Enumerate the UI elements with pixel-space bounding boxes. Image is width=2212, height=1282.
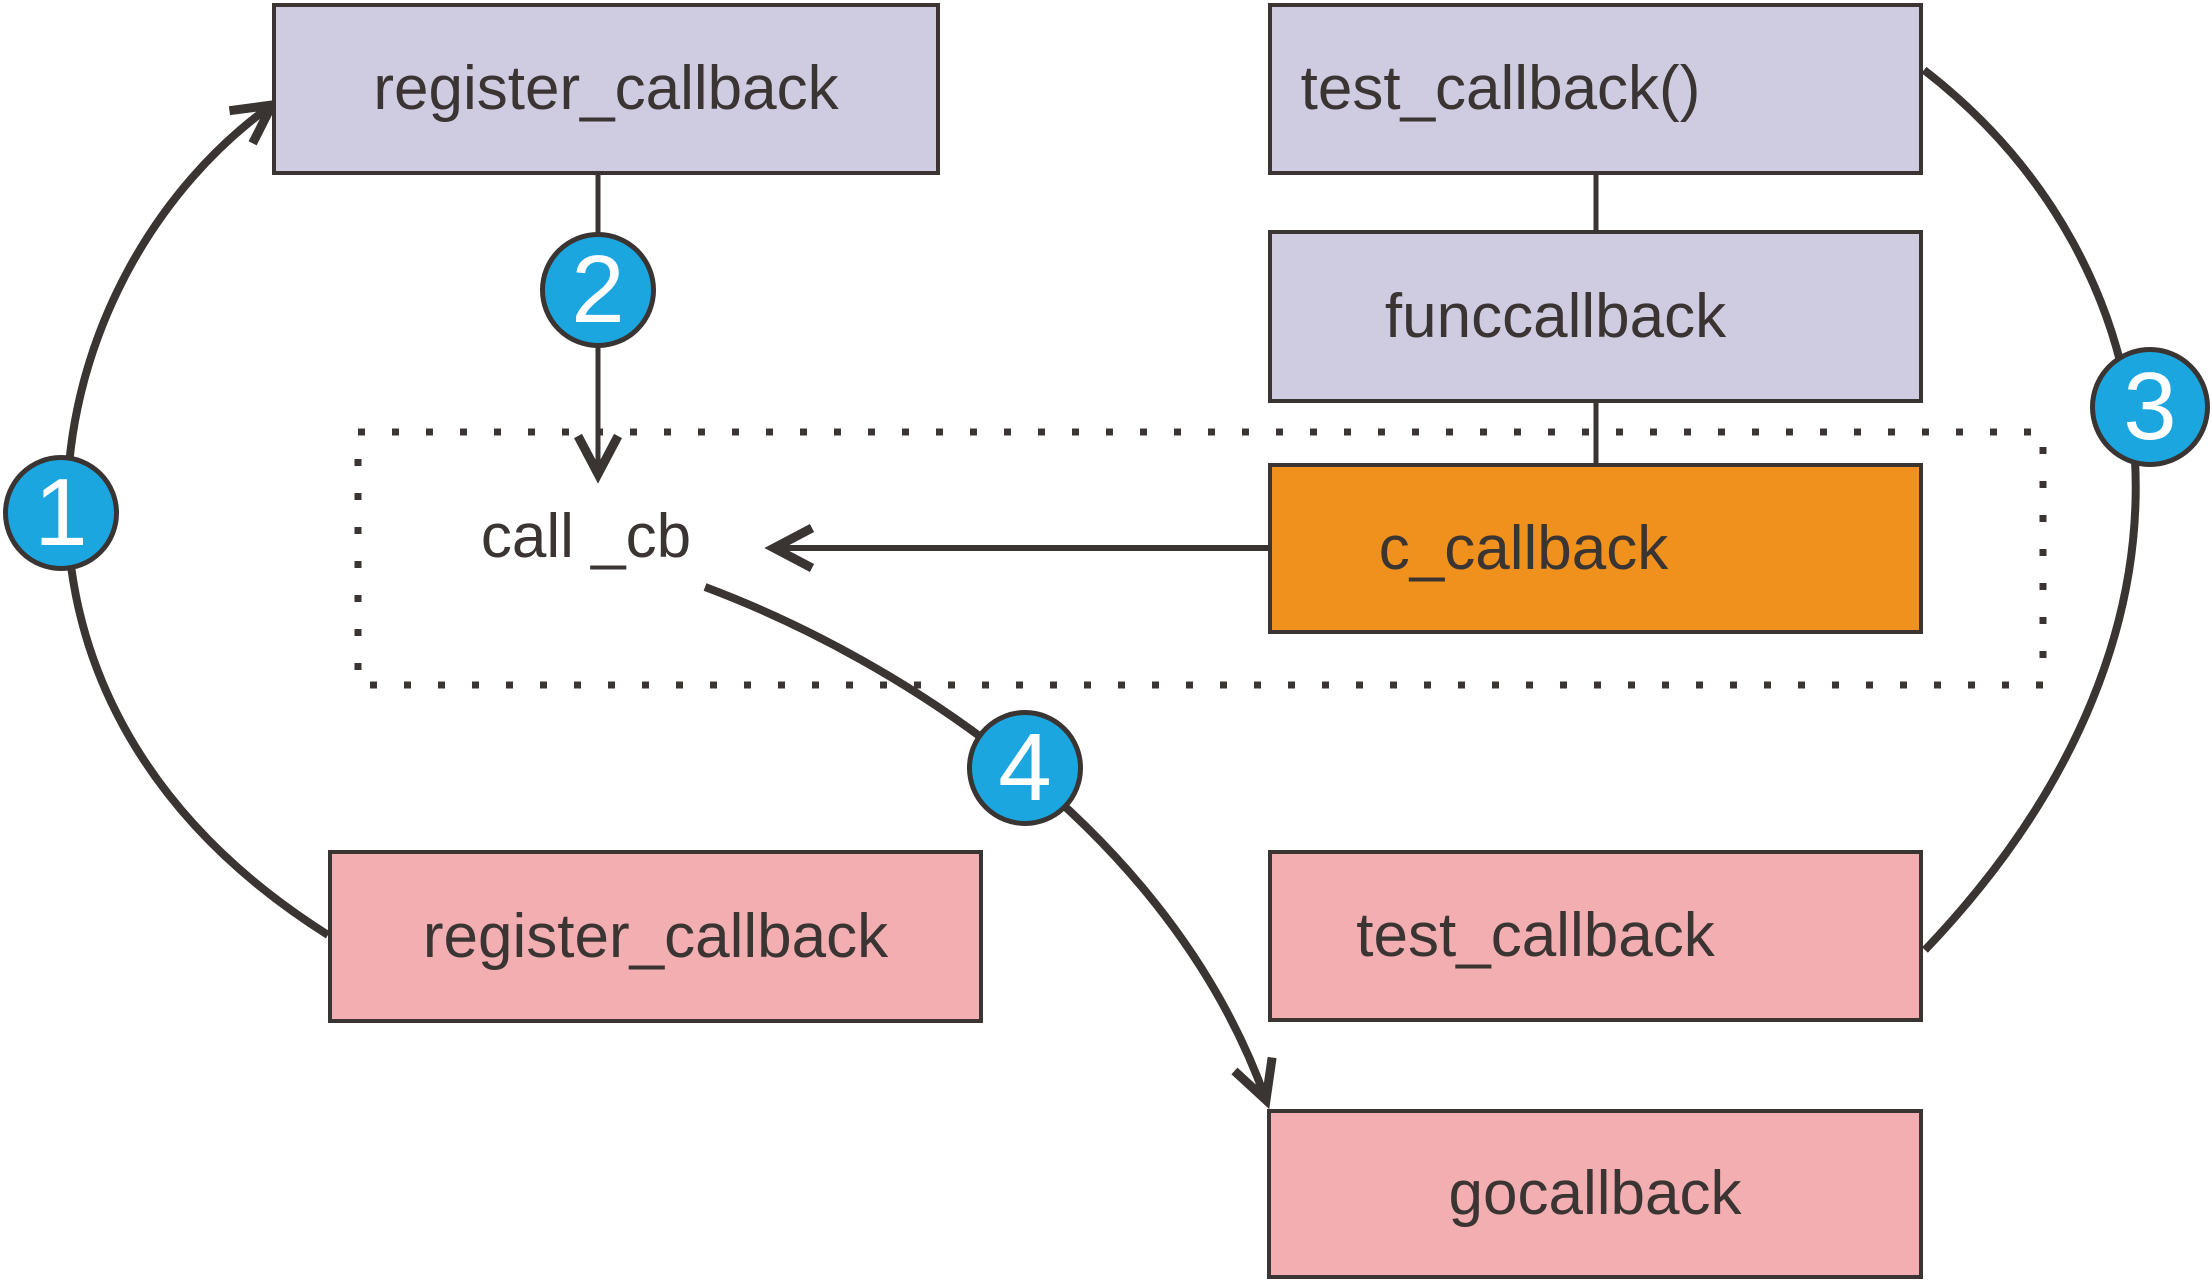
step-badge-4: 4 bbox=[967, 710, 1083, 826]
step-number: 2 bbox=[571, 236, 625, 343]
box-c-callback: c_callback bbox=[1268, 463, 1923, 634]
box-label: test_callback() bbox=[1300, 54, 1701, 123]
flow-curve-4 bbox=[703, 583, 1277, 1110]
step-number: 4 bbox=[998, 714, 1052, 821]
step-badge-3: 3 bbox=[2090, 347, 2210, 467]
step-number: 1 bbox=[34, 459, 88, 566]
box-label: c_callback bbox=[1378, 513, 1669, 583]
box-register-callback-bottom: register_callback bbox=[328, 850, 983, 1023]
box-label: funccallback bbox=[1384, 281, 1727, 351]
box-test-callback-bottom: test_callback bbox=[1268, 850, 1923, 1022]
box-label: register_callback bbox=[373, 54, 839, 123]
box-funccallback: funccallback bbox=[1268, 230, 1923, 403]
box-label: register_callback bbox=[422, 901, 889, 971]
box-register-callback-top: register_callback bbox=[272, 3, 940, 175]
flow-curve-3 bbox=[1921, 66, 2140, 953]
step-badge-1: 1 bbox=[3, 455, 119, 571]
step-badge-2: 2 bbox=[540, 232, 656, 348]
step-number: 3 bbox=[2123, 353, 2177, 460]
box-label: test_callback bbox=[1356, 901, 1715, 970]
label-call-cb: call _cb bbox=[480, 502, 692, 571]
box-label: gocallback bbox=[1448, 1159, 1742, 1228]
box-gocallback: gocallback bbox=[1267, 1109, 1923, 1279]
box-test-callback-top: test_callback() bbox=[1268, 3, 1923, 175]
